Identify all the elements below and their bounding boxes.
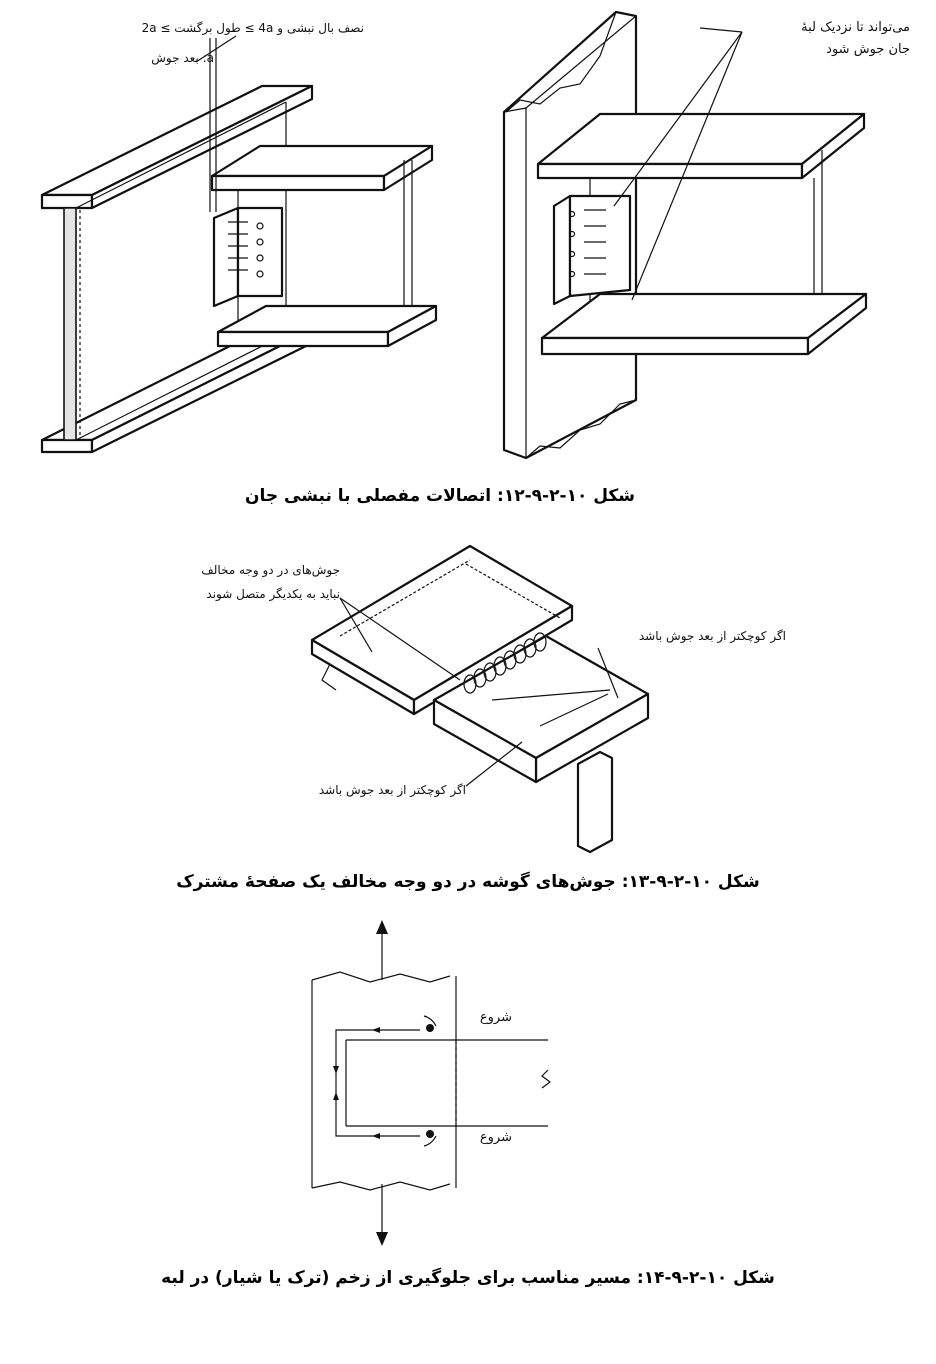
fig13-annotation-line2: نباید به یکدیگر متصل شوند — [206, 587, 340, 601]
fig12-caption: شکل ۱۰-۲-۹-۱۲: اتصالات مفصلی با نبشی جان — [244, 486, 636, 506]
fig13-caption: شکل ۱۰-۲-۹-۱۳: جوش‌های گوشه در دو وجه مخ… — [176, 872, 760, 892]
fig12-left-connecting-beam — [195, 35, 438, 348]
fig14-start-top: شروع — [479, 1010, 512, 1025]
fig13-drawing — [310, 544, 650, 854]
fig12-left-annotation-line1: نصف بال نبشی و 4a ≥ طول برگشت ≥ 2a — [141, 21, 364, 35]
fig13-annotation-right: اگر کوچکتر از بعد جوش باشد — [638, 629, 786, 643]
fig12-right-beam — [536, 27, 868, 356]
fig14-drawing — [311, 920, 551, 1246]
fig13-weld-bead — [463, 632, 547, 694]
fig14-start-bottom: شروع — [479, 1130, 512, 1145]
fig14-caption: شکل ۱۰-۲-۹-۱۴: مسیر مناسب برای جلوگیری ا… — [161, 1268, 775, 1288]
fig12-right-annotation-line1: می‌تواند تا نزدیک لبهٔ — [801, 20, 910, 35]
fig12-left-annotation-line2: a: بعد جوش — [151, 51, 214, 65]
fig12-left-ibeam — [40, 84, 314, 454]
fig13-annotation-line1: جوش‌های در دو وجه مخالف — [201, 563, 340, 577]
fig12-right-annotation-line2: جان جوش شود — [826, 42, 910, 57]
fig13-annotation-bottom: اگر کوچکتر از بعد جوش باشد — [318, 783, 466, 797]
